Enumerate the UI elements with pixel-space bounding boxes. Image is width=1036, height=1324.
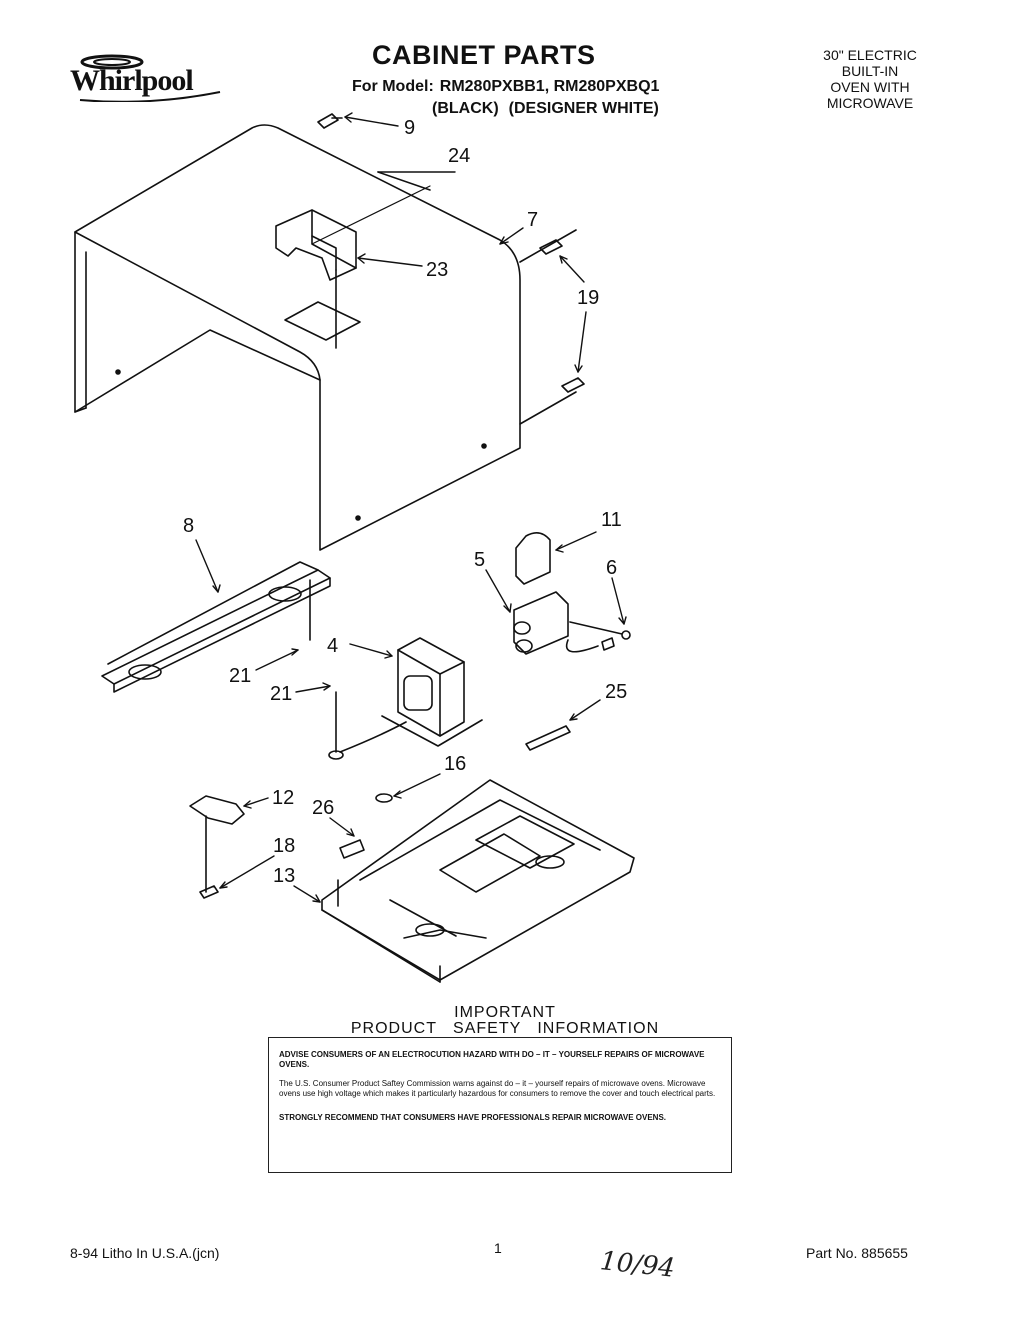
bracket-part-23 — [275, 185, 431, 349]
color-variant-white: (DESIGNER WHITE) — [508, 100, 659, 117]
model-prefix: For Model: — [352, 78, 434, 95]
rail-part-8 — [101, 561, 331, 693]
safety-heading-title: PRODUCT SAFETY INFORMATION — [350, 1020, 660, 1037]
logo-swirl-icon — [79, 54, 221, 102]
part-24-strip — [377, 171, 431, 191]
callout-label: 25 — [605, 681, 627, 703]
callout-label: 12 — [272, 787, 294, 809]
safety-cpsc-note: The U.S. Consumer Product Saftey Commiss… — [279, 1079, 716, 1098]
product-type-line: MICROWAVE — [826, 95, 914, 111]
callout-label: 6 — [606, 557, 617, 579]
bracket-part-12 — [189, 795, 245, 825]
leader-lines — [195, 112, 627, 903]
screw-part-19-bottom — [561, 377, 585, 393]
footer-litho: 8-94 Litho In U.S.A.(jcn) — [70, 1245, 220, 1261]
color-variant-black: (BLACK) — [432, 100, 499, 117]
callout-label: 16 — [444, 753, 466, 775]
label-part-26 — [339, 839, 365, 859]
callout-label: 24 — [448, 145, 470, 167]
safety-heading: IMPORTANT PRODUCT SAFETY INFORMATION — [280, 1005, 730, 1037]
callout-label: 5 — [474, 549, 485, 571]
product-type-line: BUILT-IN — [841, 63, 899, 79]
safety-info-box: ADVISE CONSUMERS OF AN ELECTROCUTION HAZ… — [268, 1037, 732, 1173]
callout-numbers: 9 24 7 23 19 8 11 5 6 4 21 21 25 16 12 2… — [183, 117, 627, 887]
product-type-line: OVEN WITH — [830, 79, 910, 95]
transformer-part-4 — [328, 637, 483, 760]
strip-part-25 — [525, 725, 571, 751]
base-plate-part-13 — [321, 779, 635, 983]
capacitor-part-5 — [513, 532, 631, 655]
callout-label: 18 — [273, 835, 295, 857]
color-variants: (BLACK) (DESIGNER WHITE) — [432, 100, 669, 118]
product-type: 30" ELECTRIC BUILT-IN OVEN WITH MICROWAV… — [800, 47, 940, 111]
callout-label: 21 — [270, 683, 292, 705]
callout-label: 4 — [327, 635, 338, 657]
callout-label: 23 — [426, 259, 448, 281]
part-number: Part No. 885655 — [806, 1245, 908, 1261]
safety-heading-important: IMPORTANT — [454, 1004, 556, 1021]
screw-part-19-top — [539, 239, 563, 255]
safety-warning: ADVISE CONSUMERS OF AN ELECTROCUTION HAZ… — [279, 1050, 705, 1069]
callout-label: 7 — [527, 209, 538, 231]
callout-label: 9 — [404, 117, 415, 139]
whirlpool-logo: Whirlpool — [70, 52, 230, 102]
product-type-line: 30" ELECTRIC — [823, 47, 917, 63]
grommet-part-16 — [375, 793, 393, 803]
callout-label: 13 — [273, 865, 295, 887]
screw-part-9 — [317, 113, 343, 129]
model-numbers: RM280PXBB1, RM280PXBQ1 — [439, 78, 660, 95]
cabinet-wrapper — [74, 124, 577, 551]
callout-label: 26 — [312, 797, 334, 819]
brand-name: Whirlpool — [70, 64, 194, 97]
model-line: For Model: RM280PXBB1, RM280PXBQ1 — [352, 78, 659, 96]
callout-label: 19 — [577, 287, 599, 309]
safety-recommendation: STRONGLY RECOMMEND THAT CONSUMERS HAVE P… — [279, 1113, 666, 1122]
page-number: 1 — [494, 1240, 502, 1256]
callout-label: 21 — [229, 665, 251, 687]
screw-part-18 — [199, 885, 219, 899]
page-title: CABINET PARTS — [372, 40, 596, 70]
callout-label: 11 — [601, 509, 622, 531]
callout-label: 8 — [183, 515, 194, 537]
